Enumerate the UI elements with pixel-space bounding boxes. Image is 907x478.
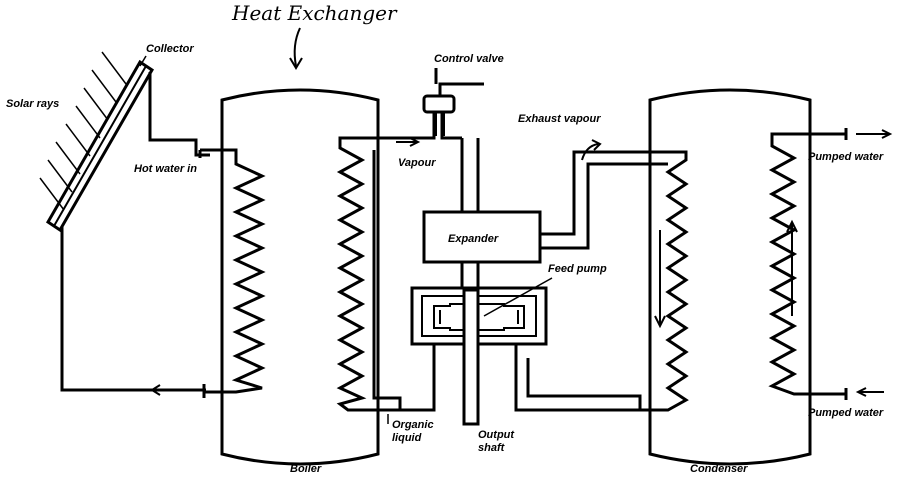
feed-pump-label: Feed pump (548, 263, 607, 275)
control-valve (422, 94, 456, 114)
condenser-vessel (648, 88, 812, 466)
pumped-water-out-label: Pumped water (808, 151, 884, 163)
boiler-organic-coil (336, 136, 386, 412)
condenser-water-coil (768, 132, 846, 396)
collector-label: Collector (146, 43, 194, 55)
condenser-label: Condenser (690, 463, 748, 475)
vapour-label: Vapour (398, 157, 436, 169)
organic-liquid-label-1: Organic (392, 419, 434, 431)
exhaust-vapour-label: Exhaust vapour (518, 113, 601, 125)
output-shaft-label-2: shaft (478, 442, 506, 454)
pumped-water-in-label: Pumped water (808, 407, 884, 419)
collector-outlet-pipe (148, 72, 210, 157)
collector-return-pipe (60, 226, 206, 392)
hot-water-in-label: Hot water in (134, 163, 197, 175)
exhaust-vapour-line (540, 150, 668, 236)
heading-arrow (293, 27, 301, 67)
heading-label: Heat Exchanger (231, 1, 398, 25)
organic-liquid-line (386, 342, 436, 412)
expander (422, 210, 542, 264)
expander-label: Expander (448, 233, 499, 245)
output-shaft-label-1: Output (478, 429, 515, 441)
solar-rays-label: Solar rays (6, 98, 59, 110)
boiler-label: Boiler (290, 463, 322, 475)
solar-rays (39, 51, 127, 211)
output-shaft (462, 288, 480, 426)
boiler-hot-water-coil (200, 148, 266, 394)
solar-collector (45, 59, 155, 233)
condenser-vapour-coil (660, 150, 689, 412)
organic-liquid-label-2: liquid (392, 432, 422, 444)
control-valve-label: Control valve (434, 53, 504, 65)
boiler-vessel (220, 88, 380, 466)
vapour-line (368, 110, 436, 140)
control-valve-stem (438, 82, 484, 96)
